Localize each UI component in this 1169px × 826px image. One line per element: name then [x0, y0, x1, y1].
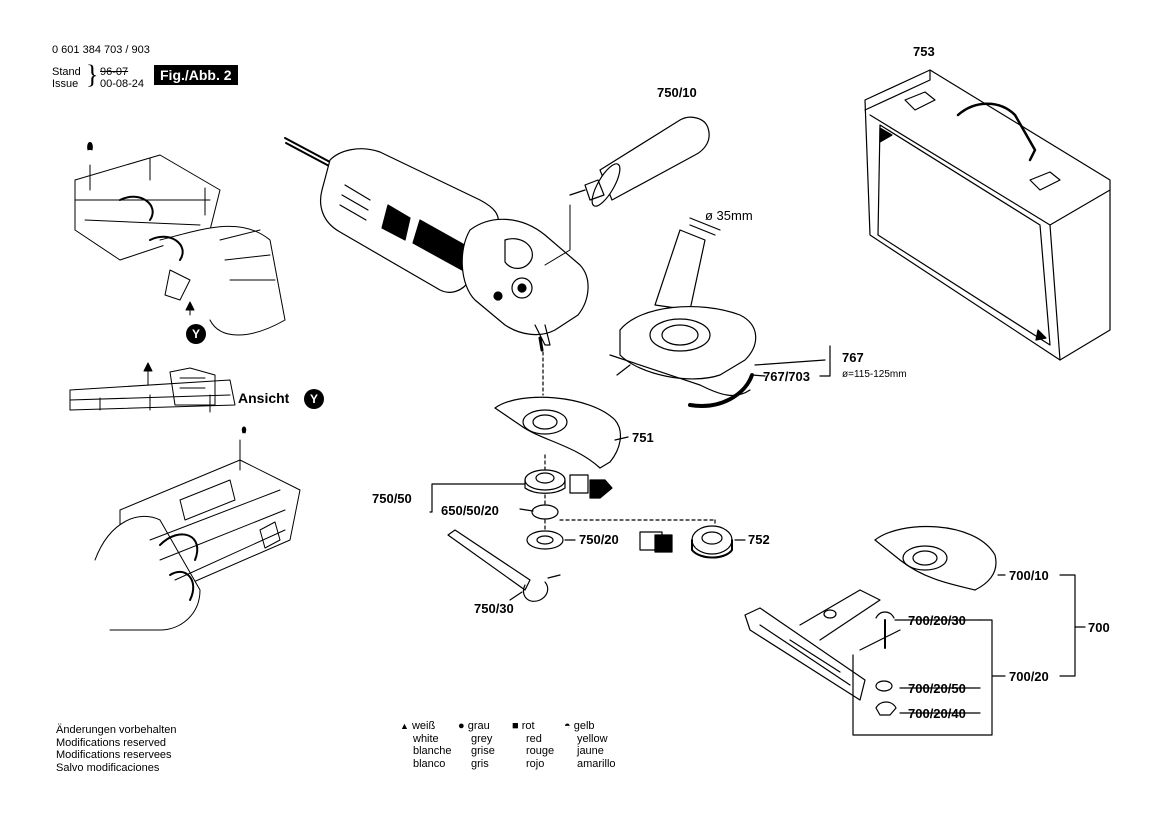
- extraction-guard: [609, 217, 826, 408]
- flange-and-spanner: [447, 454, 716, 602]
- part-751-label: 751: [632, 430, 654, 445]
- side-handle: [544, 116, 710, 266]
- legend-red: ■ rot red rouge rojo: [512, 720, 554, 770]
- legend-grey-es: gris: [471, 757, 489, 770]
- detail-view-switch-top: [74, 142, 286, 336]
- part-700-20-40-label: 700/20/40: [908, 706, 966, 721]
- part-650-50-20-label: 650/50/20: [441, 503, 499, 518]
- legend-white-es: blanco: [413, 757, 446, 770]
- part-753-label: 753: [913, 44, 935, 59]
- detail-view-switch-side: [69, 362, 236, 413]
- view-label: Ansicht: [238, 390, 290, 406]
- legend-white-fr: blanche: [413, 745, 452, 757]
- part-752-label: 752: [748, 532, 770, 547]
- legend-yellow-en: yellow: [577, 732, 608, 745]
- diameter-range-label: ø=115-125mm: [842, 369, 907, 380]
- legend-red-fr: rouge: [526, 745, 555, 757]
- half-circle-icon: ◓: [564, 720, 571, 732]
- revision-dates: 96-07 00-08-24: [100, 66, 144, 90]
- legend-yellow: ◓ gelb yellow jaune amarillo: [564, 720, 616, 770]
- legend-yellow-es: amarillo: [577, 757, 616, 770]
- legend-grey-de: grau: [467, 720, 490, 732]
- issue-date: 00-08-24: [100, 78, 145, 90]
- part-750-20-label: 750/20: [579, 532, 619, 547]
- part-750-30-label: 750/30: [474, 601, 514, 616]
- legend-yellow-fr: jaune: [577, 745, 604, 757]
- part-700-20-30-label: 700/20/30: [908, 613, 966, 628]
- notice-es: Salvo modificaciones: [56, 761, 160, 774]
- stand-issue-labels: Stand Issue: [52, 66, 81, 90]
- stand-label: Stand: [52, 66, 81, 78]
- lock-nut: [691, 525, 733, 559]
- part-700-10-label: 700/10: [1009, 568, 1049, 583]
- part-700-20-50-label: 700/20/50: [908, 681, 966, 696]
- part-750-50-label: 750/50: [372, 491, 412, 506]
- stand-date: 96-07: [100, 66, 129, 78]
- legend-red-en: red: [526, 732, 542, 745]
- detail-view-switch-bottom: [94, 426, 301, 631]
- carrying-case: [864, 69, 1111, 361]
- leader-lines: [429, 345, 831, 601]
- legend-white-de: weiß: [411, 720, 436, 732]
- legend-grey: ● grau grey grise gris: [458, 720, 495, 770]
- legend-grey-en: grey: [471, 732, 493, 745]
- square-icon: ■: [512, 720, 519, 732]
- notice-en: Modifications reserved: [56, 736, 167, 749]
- modifications-notice: Änderungen vorbehalten Modifications res…: [56, 724, 176, 774]
- legend-white-en: white: [413, 732, 439, 745]
- part-700-20-label: 700/20: [1009, 669, 1049, 684]
- flange-detail-icons: [569, 474, 673, 553]
- legend-white: ▲ weiß white blanche blanco: [400, 720, 452, 770]
- brace-icon: }: [86, 60, 99, 89]
- view-y-badge-icon: Y: [304, 389, 324, 409]
- cutting-guard-assembly: [744, 525, 1086, 736]
- legend-red-de: rot: [521, 720, 535, 732]
- notice-fr: Modifications reservees: [56, 749, 172, 761]
- document-number: 0 601 384 703 / 903: [52, 44, 150, 56]
- triangle-icon: ▲: [400, 721, 409, 731]
- angle-grinder-body: [284, 137, 589, 396]
- legend-grey-fr: grise: [471, 745, 495, 757]
- issue-label: Issue: [52, 78, 79, 90]
- figure-label: Fig./Abb. 2: [154, 65, 238, 85]
- legend-red-es: rojo: [526, 757, 545, 770]
- part-767-703-label: 767/703: [763, 369, 810, 384]
- legend-yellow-de: gelb: [573, 720, 595, 732]
- wheel-guard: [494, 396, 629, 469]
- part-700-label: 700: [1088, 620, 1110, 635]
- notice-de: Änderungen vorbehalten: [56, 724, 177, 736]
- diameter-35-label: ø 35mm: [705, 208, 753, 223]
- circle-icon: ●: [458, 720, 465, 732]
- view-y-marker-icon: Y: [186, 324, 206, 344]
- part-750-10-label: 750/10: [657, 85, 697, 100]
- part-767-label: 767: [842, 350, 864, 365]
